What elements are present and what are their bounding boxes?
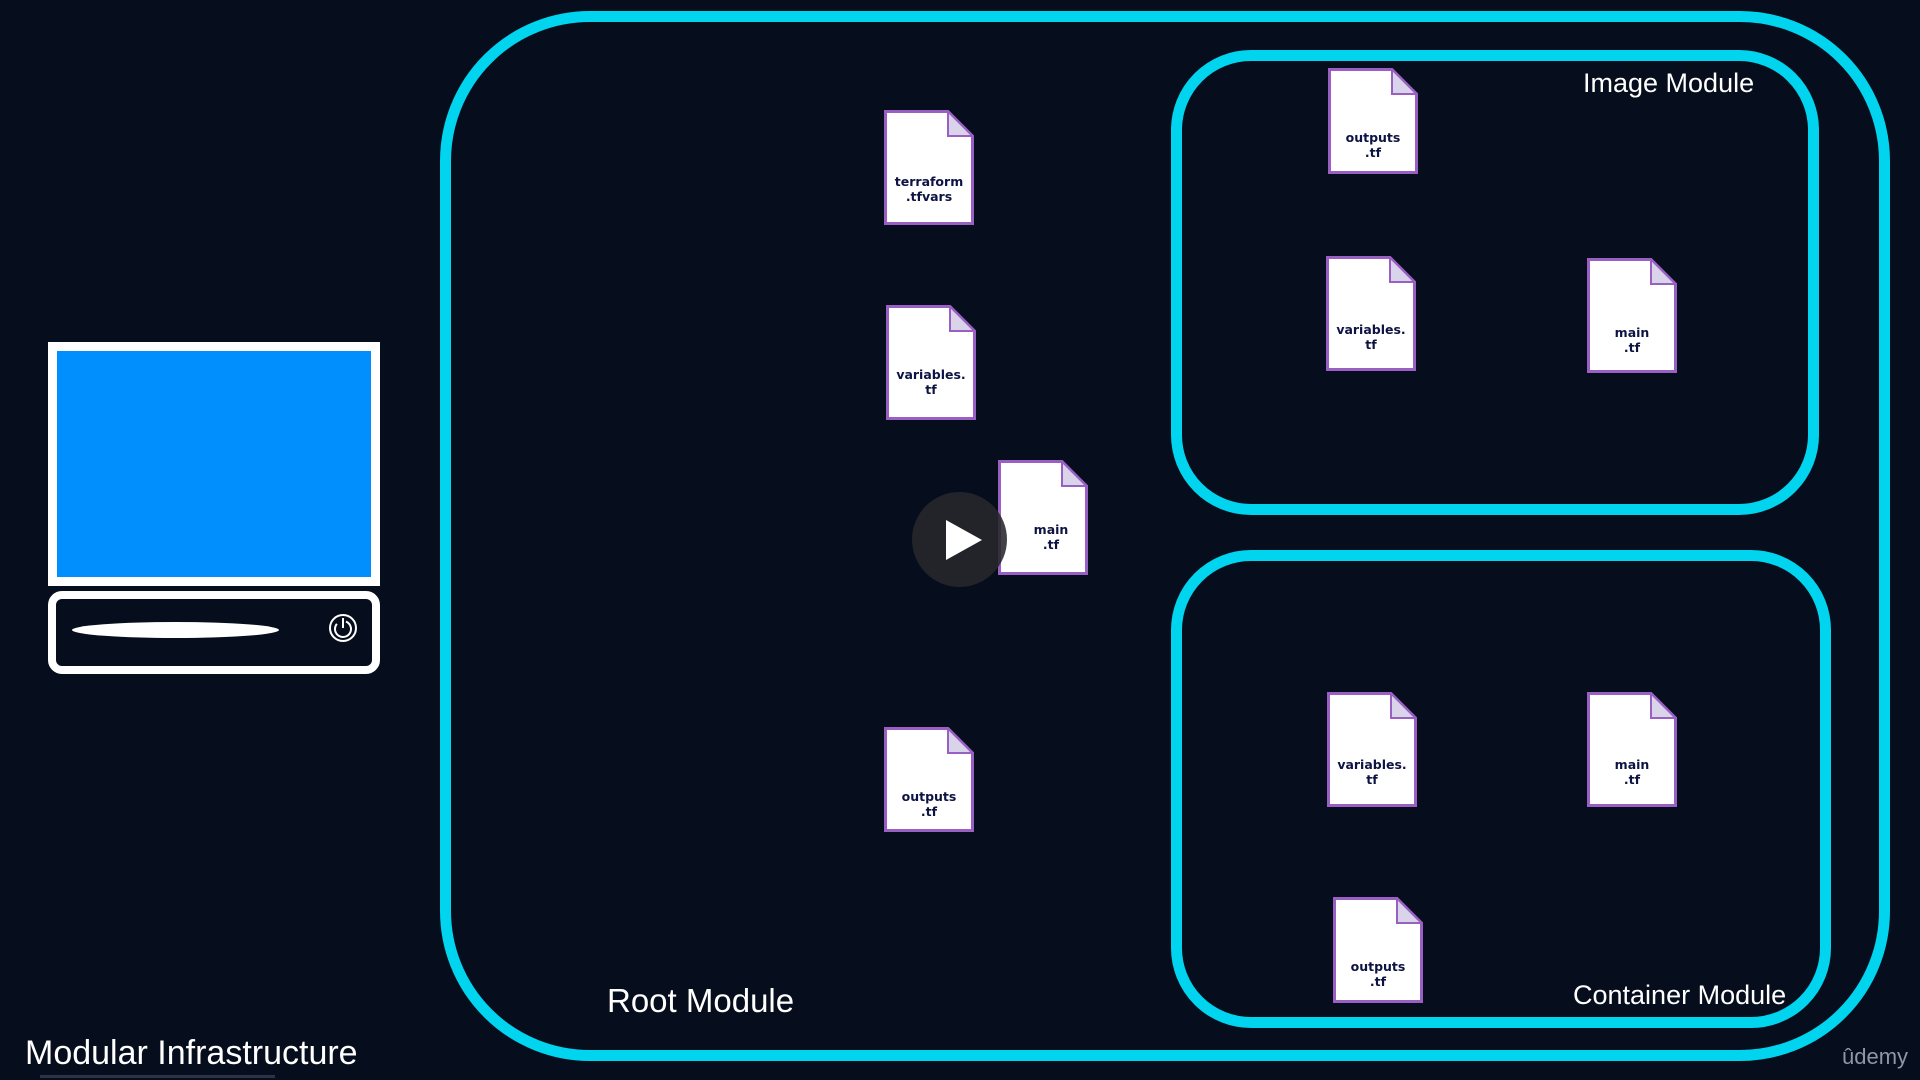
image-module-container bbox=[1171, 50, 1819, 515]
drive-slot bbox=[72, 622, 279, 638]
file-label: outputs .tf bbox=[1345, 130, 1401, 160]
file-label: variables. tf bbox=[1337, 757, 1407, 787]
document-icon bbox=[1333, 897, 1423, 1003]
file-label: variables. tf bbox=[896, 367, 966, 397]
file-icon-root-main[interactable]: main .tf bbox=[998, 460, 1088, 575]
file-label: terraform .tfvars bbox=[894, 174, 964, 204]
document-icon bbox=[884, 727, 974, 832]
file-icon-image-main[interactable]: main .tf bbox=[1587, 258, 1677, 373]
file-icon-root-variables[interactable]: variables. tf bbox=[886, 305, 976, 420]
container-module-label: Container Module bbox=[1573, 980, 1787, 1010]
monitor-screen bbox=[48, 342, 380, 586]
title-underline bbox=[40, 1075, 275, 1078]
document-icon bbox=[998, 460, 1088, 575]
file-icon-image-variables[interactable]: variables. tf bbox=[1326, 256, 1416, 371]
udemy-watermark-logo: ûdemy bbox=[1842, 1044, 1909, 1069]
play-button[interactable] bbox=[912, 492, 1007, 587]
file-icon-root-outputs[interactable]: outputs .tf bbox=[884, 727, 974, 842]
document-icon bbox=[1327, 692, 1417, 807]
file-label: main .tf bbox=[1614, 757, 1650, 787]
play-icon bbox=[946, 520, 982, 560]
document-icon bbox=[1326, 256, 1416, 371]
document-icon bbox=[1587, 258, 1677, 373]
slide-title: Modular Infrastructure bbox=[25, 1034, 358, 1072]
file-icon-container-variables[interactable]: variables. tf bbox=[1327, 692, 1417, 807]
file-icon-image-outputs[interactable]: outputs .tf bbox=[1328, 68, 1418, 183]
file-label: outputs .tf bbox=[1350, 959, 1406, 989]
file-label: variables. tf bbox=[1336, 322, 1406, 352]
file-icon-container-outputs[interactable]: outputs .tf bbox=[1333, 897, 1423, 1012]
file-icon-terraform-tfvars[interactable]: terraform .tfvars bbox=[884, 110, 974, 225]
image-module-label: Image Module bbox=[1583, 68, 1755, 98]
file-label: outputs .tf bbox=[901, 789, 957, 819]
file-icon-container-main[interactable]: main .tf bbox=[1587, 692, 1677, 807]
root-module-container bbox=[440, 11, 1890, 1061]
container-module-container bbox=[1171, 550, 1831, 1028]
file-label: main .tf bbox=[1614, 325, 1650, 355]
power-icon bbox=[329, 614, 357, 642]
document-icon bbox=[886, 305, 976, 420]
file-label: main .tf bbox=[1033, 522, 1069, 552]
document-icon bbox=[1587, 692, 1677, 807]
document-icon bbox=[884, 110, 974, 225]
document-icon bbox=[1328, 68, 1418, 174]
root-module-label: Root Module bbox=[607, 982, 795, 1019]
